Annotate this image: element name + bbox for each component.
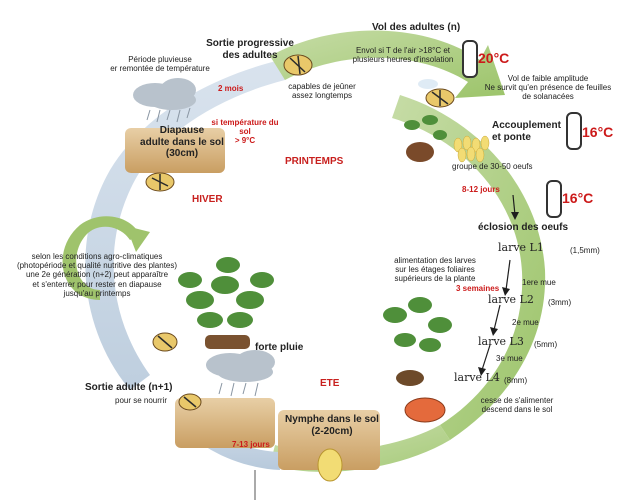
mue-2: 2e mue: [512, 318, 539, 327]
plant-left-soil: [205, 335, 250, 349]
l4-size: (8mm): [504, 376, 528, 385]
beetle-plant: [152, 332, 178, 352]
season-printemps: PRINTEMPS: [285, 156, 344, 167]
huit-douze-jours: 8-12 jours: [462, 185, 500, 194]
sprout-top: [404, 115, 447, 140]
rain-drops-bottom: [218, 382, 259, 397]
larva-descending: [404, 397, 446, 423]
larval-arrows: [481, 194, 516, 371]
diapause-label: Diapause adulte dans le sol (30cm): [140, 125, 224, 159]
beetle-top: [283, 54, 313, 76]
larve-l4: larve L4: [454, 371, 500, 384]
l2-size: (3mm): [548, 298, 572, 307]
jeuner-note: capables de jeûner assez longtemps: [288, 82, 356, 101]
soil-nymph: [278, 410, 380, 470]
generation-arrow: [62, 216, 140, 300]
summer-arc: [392, 95, 546, 440]
second-generation-note: selon les conditions agro-climatiques (p…: [16, 252, 178, 298]
beetle-flying: [418, 79, 455, 108]
larve-l2: larve L2: [488, 293, 534, 306]
trois-semaines: 3 semaines: [456, 284, 500, 293]
generation-arrow-head: [126, 226, 150, 252]
alimentation-note: alimentation des larves sur les étages f…: [394, 256, 476, 284]
pour-se-nourrir: pour se nourrir: [115, 396, 168, 405]
rain-cloud-top: [133, 78, 196, 110]
envol-note: Envol si T de l'air >18°C et plusieurs h…: [352, 46, 454, 65]
plant-left: [178, 257, 274, 328]
temp-16b: 16°C: [562, 190, 594, 206]
soil-adult-exit: [175, 398, 275, 448]
rain-drops-top: [146, 107, 191, 123]
beetle-diapause: [145, 172, 175, 192]
cesse-note: cesse de s'alimenter descend dans le sol: [480, 396, 554, 415]
periode-pluvieuse: Période pluvieuse er remontée de tempéra…: [110, 55, 210, 74]
thermometer-icon-16a: [566, 112, 582, 150]
mue-3: 3e mue: [496, 354, 523, 363]
si-temperature: si température du sol > 9°C: [211, 118, 279, 146]
season-hiver: HIVER: [192, 194, 223, 205]
rain-cloud-bottom: [206, 350, 275, 382]
temp-20: 20°C: [478, 50, 510, 66]
mue-1: 1ere mue: [522, 278, 556, 287]
larval-arrow-heads: [478, 212, 519, 376]
egg-cluster: [453, 135, 490, 163]
nymphe-label: Nymphe dans le sol (2-20cm): [285, 414, 379, 437]
thermometer-icon-16b: [546, 180, 562, 218]
season-ete: ETE: [320, 378, 340, 389]
sept-treize-jours: 7-13 jours: [232, 440, 270, 449]
larve-l3: larve L3: [478, 335, 524, 348]
soil-diapause: [125, 128, 225, 173]
temp-16a: 16°C: [582, 124, 614, 140]
beetle-exit: [178, 393, 202, 411]
deux-mois: 2 mois: [218, 84, 244, 93]
l1-size: (1,5mm): [570, 246, 600, 255]
tuber-right: [396, 370, 424, 386]
vol-faible-note: Vol de faible amplitude Ne survit qu'en …: [484, 74, 612, 102]
thermometer-icon-20: [462, 40, 478, 78]
tuber-top: [406, 142, 434, 162]
l3-size: (5mm): [534, 340, 558, 349]
sortie-progressive: Sortie progressive des adultes: [206, 38, 294, 61]
vol-title: Vol des adultes (n): [372, 22, 461, 33]
pupa: [317, 448, 343, 482]
accouplement-label: Accouplement et ponte: [492, 120, 561, 143]
plant-right: [383, 297, 452, 352]
larve-l1: larve L1: [498, 241, 544, 254]
groupe-oeufs: groupe de 30-50 oeufs: [452, 162, 533, 171]
eclosion-label: éclosion des oeufs: [478, 222, 569, 233]
spring-arc: [270, 30, 505, 98]
forte-pluie: forte pluie: [255, 342, 304, 353]
sortie-adulte: Sortie adulte (n+1): [85, 382, 173, 393]
